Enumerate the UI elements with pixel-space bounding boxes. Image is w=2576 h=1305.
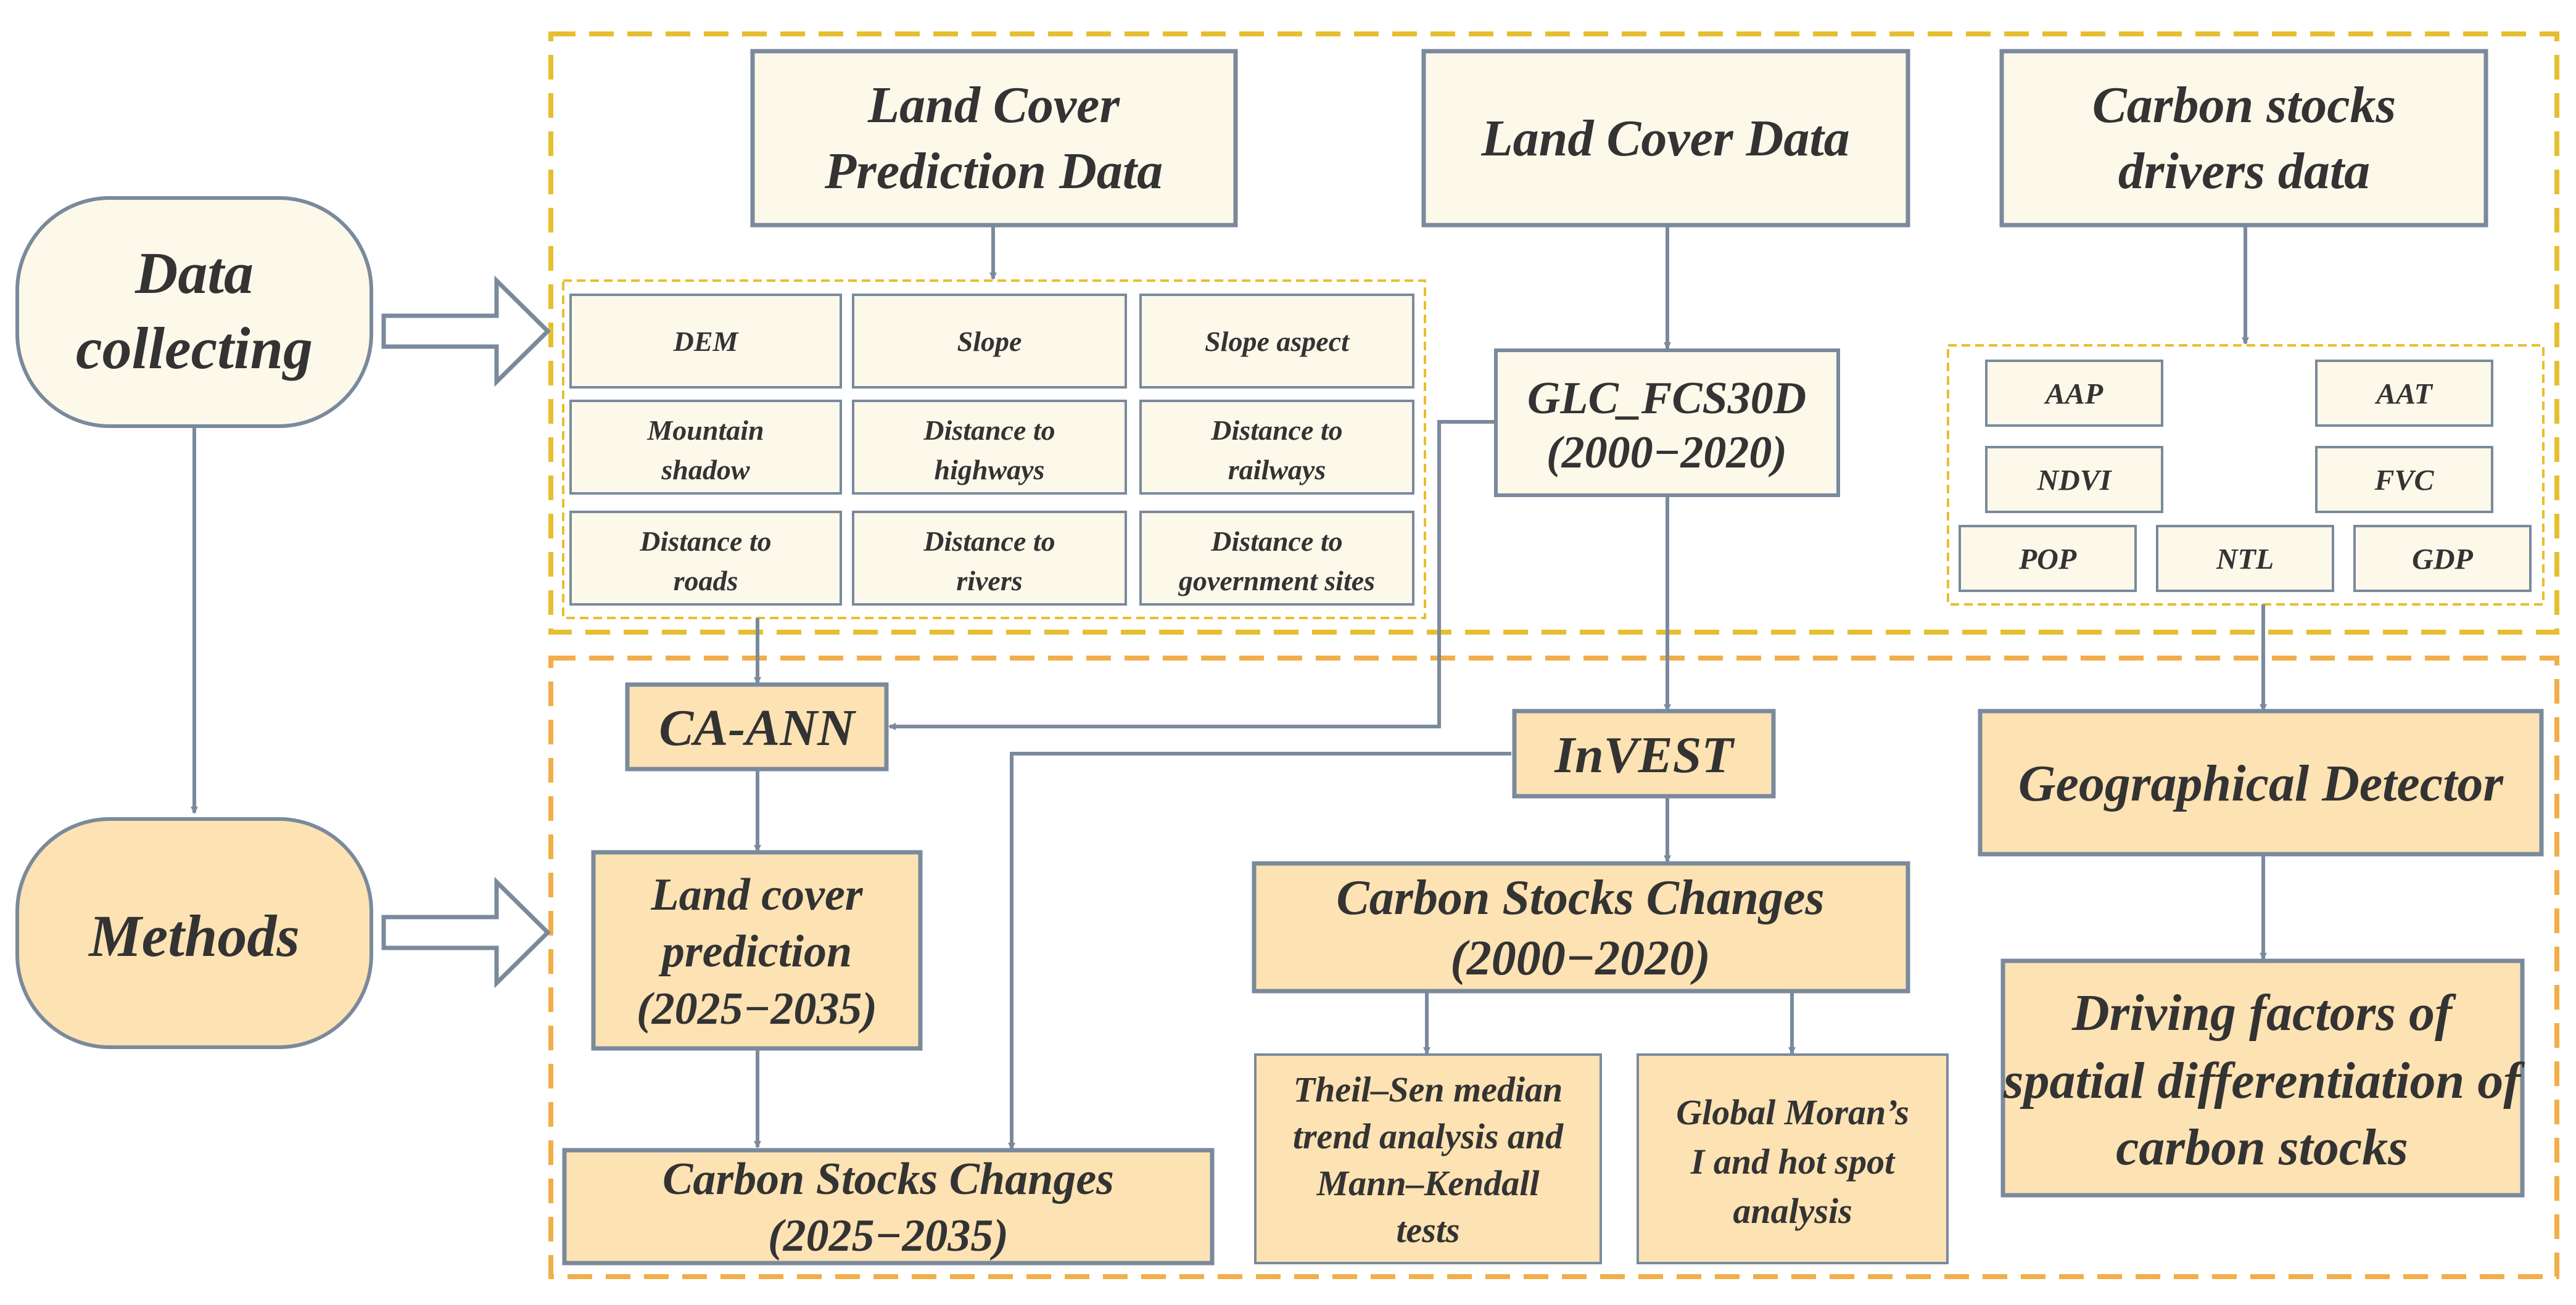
moran-line2: I and hot spot [1690,1142,1896,1182]
factor-slope-label: Slope [957,326,1022,357]
land-cover-data-box [1421,49,1910,228]
driver-ndvi-label: NDVI [2036,464,2112,497]
data-collecting-label-line2: collecting [76,315,313,381]
land-cover-prediction-data-box [750,49,1238,228]
carbon-changes-2025-2035-line2: (2025−2035) [768,1211,1009,1261]
factor-distance-to-rivers-label-line1: Distance to [923,525,1055,557]
driver-ntl-box [2156,525,2334,592]
carbon-drivers-data-box [1999,49,2488,228]
carbon-changes-2000-2020-box [1252,861,1910,994]
invest-label: InVEST [1554,727,1735,784]
driver-aat-label: AAT [2374,378,2433,411]
carbon-drivers-data-line1: Carbon stocks [2092,76,2396,134]
carbon-drivers-data-line2: drivers data [2118,142,2370,200]
factor-distance-to-rivers-box [852,511,1127,606]
factor-distance-to-government-sites-label-line2: government sites [1178,565,1375,596]
methods-label: Methods [88,903,299,969]
moran-line1: Global Moran’s [1676,1092,1909,1132]
invest-box [1512,709,1776,799]
land-cover-data-label: Land Cover Data [1480,110,1849,167]
factor-slope-box [852,294,1127,389]
glc-fcs30d-box [1494,348,1840,497]
carbon-changes-2025-2035-box [562,1148,1215,1266]
carbon-changes-2000-2020-line1: Carbon Stocks Changes [1336,871,1824,925]
theil-sen-box [1254,1053,1602,1264]
driver-aat-box [2315,360,2493,427]
data-block-arrow [381,275,551,387]
driving-factors-line2: spatial differentiation of [2003,1052,2525,1109]
factor-distance-to-highways-label-line2: highways [935,454,1045,485]
factor-slope-aspect-box [1139,294,1414,389]
factor-distance-to-highways-box [852,400,1127,495]
factor-distance-to-roads-label-line1: Distance to [639,525,771,557]
factor-distance-to-railways-label-line2: railways [1228,454,1326,485]
driver-ndvi-box [1985,446,2163,513]
data-collecting-label-line1: Data [134,240,254,306]
driver-gdp-box [2353,525,2532,592]
theil-sen-line2: trend analysis and [1293,1116,1564,1156]
factor-distance-to-roads-label-line2: roads [674,565,738,596]
ca-ann-box [625,682,889,772]
carbon-changes-2025-2035-line1: Carbon Stocks Changes [663,1154,1114,1204]
driver-aap-label: AAP [2044,378,2103,411]
theil-sen-line3: Mann–Kendall [1316,1163,1540,1203]
driver-fvc-label: FVC [2374,464,2434,497]
factor-slope-aspect-label: Slope aspect [1205,326,1350,357]
glc-fcs30d-line2: (2000−2020) [1546,427,1787,478]
moran-box [1637,1053,1949,1264]
land-cover-prediction-data-line1: Land Cover [867,76,1121,134]
methods-block-arrow [381,876,551,989]
factor-distance-to-roads-box [569,511,842,606]
factor-mountain-shadow-label-line1: Mountain [646,414,764,446]
geographical-detector-label: Geographical Detector [2018,755,2504,812]
data-section-frame [548,31,2559,635]
theil-sen-line1: Theil–Sen median [1294,1069,1563,1109]
factor-distance-to-highways-label-line1: Distance to [923,414,1055,446]
driving-factors-box [2000,958,2525,1198]
drivers-frame [1947,344,2545,606]
land-cover-prediction-data-line2: Prediction Data [824,142,1163,200]
geographical-detector-box [1978,709,2544,857]
invest-to-future-changes-arrow [1008,752,1511,1150]
land-cover-prediction-line1: Land cover [650,870,863,920]
glc-fcs30d-line1: GLC_FCS30D [1527,373,1806,424]
moran-line3: analysis [1733,1191,1852,1231]
data-collecting-node [15,196,373,428]
factor-dem-box [569,294,842,389]
factor-distance-to-government-sites-box [1139,511,1414,606]
driver-variable-grid: AAP AAT NDVI FVC POP NTL GDP [1959,360,2532,592]
factor-dem-label: DEM [673,326,740,357]
carbon-changes-2000-2020-line2: (2000−2020) [1450,931,1711,986]
driver-pop-box [1959,525,2137,592]
factor-distance-to-rivers-label-line2: rivers [956,565,1022,596]
driving-factors-line3: carbon stocks [2116,1119,2408,1176]
factor-distance-to-railways-box [1139,400,1414,495]
factor-mountain-shadow-box [569,400,842,495]
land-cover-prediction-line2: prediction [658,926,852,977]
prediction-factors-frame [562,279,1426,619]
ca-ann-label: CA-ANN [659,699,857,757]
glc-to-ca-ann-arrow [888,420,1496,730]
methods-section-frame [548,656,2559,1279]
factor-distance-to-government-sites-label-line1: Distance to [1210,525,1342,557]
driver-gdp-label: GDP [2412,543,2473,576]
land-cover-prediction-line3: (2025−2035) [637,984,877,1034]
factor-distance-to-railways-label-line1: Distance to [1210,414,1342,446]
driver-fvc-box [2315,446,2493,513]
land-cover-prediction-box [591,850,923,1051]
theil-sen-line4: tests [1396,1210,1459,1250]
driving-factors-line1: Driving factors of [2071,984,2456,1042]
driver-aap-box [1985,360,2163,427]
methods-node [15,817,373,1049]
factor-mountain-shadow-label-line2: shadow [661,454,749,485]
driver-ntl-label: NTL [2216,543,2274,576]
driver-pop-label: POP [2018,543,2077,576]
